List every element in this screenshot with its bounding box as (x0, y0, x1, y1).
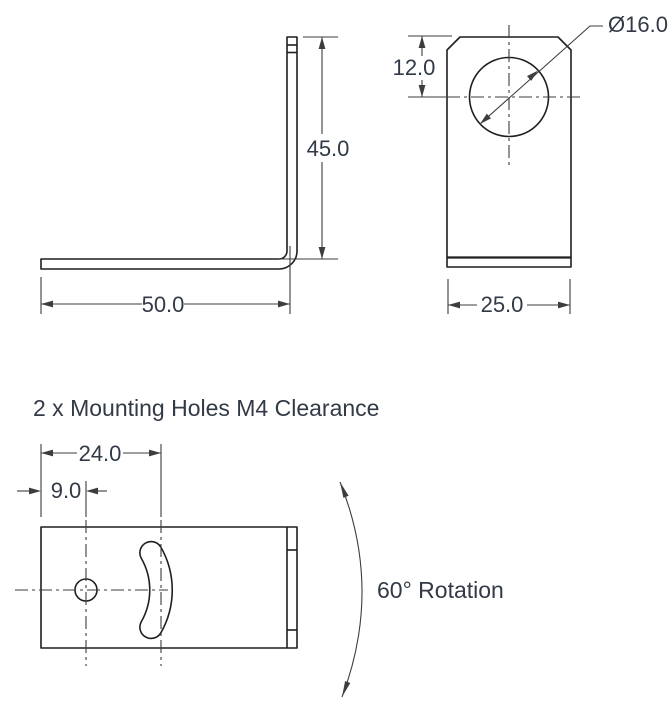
arrowhead-right (558, 301, 570, 309)
dimension-top-hole-offset: 9.0 (17, 478, 107, 503)
dim-label-24: 24.0 (79, 441, 122, 466)
arrowhead-upper-right (527, 70, 538, 81)
arc-slot-outline (139, 540, 174, 640)
front-view (446, 25, 583, 268)
dim-label-12: 12.0 (393, 55, 436, 80)
arrowhead-up (318, 37, 326, 49)
dimension-side-height: 45.0 (279, 36, 350, 260)
dim-label-9: 9.0 (51, 478, 82, 503)
arrowhead-left (41, 300, 53, 308)
arrowhead-right-pointing (29, 487, 41, 495)
arrowhead-right (149, 449, 161, 457)
top-view (15, 444, 298, 666)
arrowhead-up (418, 36, 426, 48)
arrowhead-top (340, 482, 349, 498)
dim-label-25: 25.0 (481, 292, 524, 317)
dim-label-dia16: Ø16.0 (608, 12, 668, 37)
dimension-hole-diameter: Ø16.0 (479, 12, 668, 125)
rotation-arc (339, 481, 363, 698)
dim-label-50: 50.0 (142, 292, 185, 317)
arrowhead-lower-left (480, 113, 491, 124)
rotation-label: 60° Rotation (377, 577, 504, 603)
dimension-front-hole-offset: 12.0 (393, 35, 452, 98)
dimension-side-width: 50.0 (40, 246, 291, 317)
arrowhead-right (278, 300, 290, 308)
mounting-holes-note: 2 x Mounting Holes M4 Clearance (33, 395, 379, 421)
arrowhead-left (448, 301, 460, 309)
front-view-outline (446, 36, 572, 268)
top-view-outline (40, 526, 298, 649)
leader-line (479, 25, 603, 125)
side-view (40, 36, 298, 270)
side-view-outline (40, 36, 298, 270)
rotation-annotation: 60° Rotation (339, 481, 504, 698)
arrowhead-down (418, 85, 426, 97)
dimension-top-slot-offset: 24.0 (40, 441, 161, 517)
arrowhead-down (318, 247, 326, 259)
arrowhead-bottom (342, 681, 351, 697)
arrowhead-left (41, 449, 53, 457)
dimension-front-width: 25.0 (447, 279, 571, 317)
dim-label-45: 45.0 (307, 136, 350, 161)
arrowhead-left-pointing (86, 487, 98, 495)
